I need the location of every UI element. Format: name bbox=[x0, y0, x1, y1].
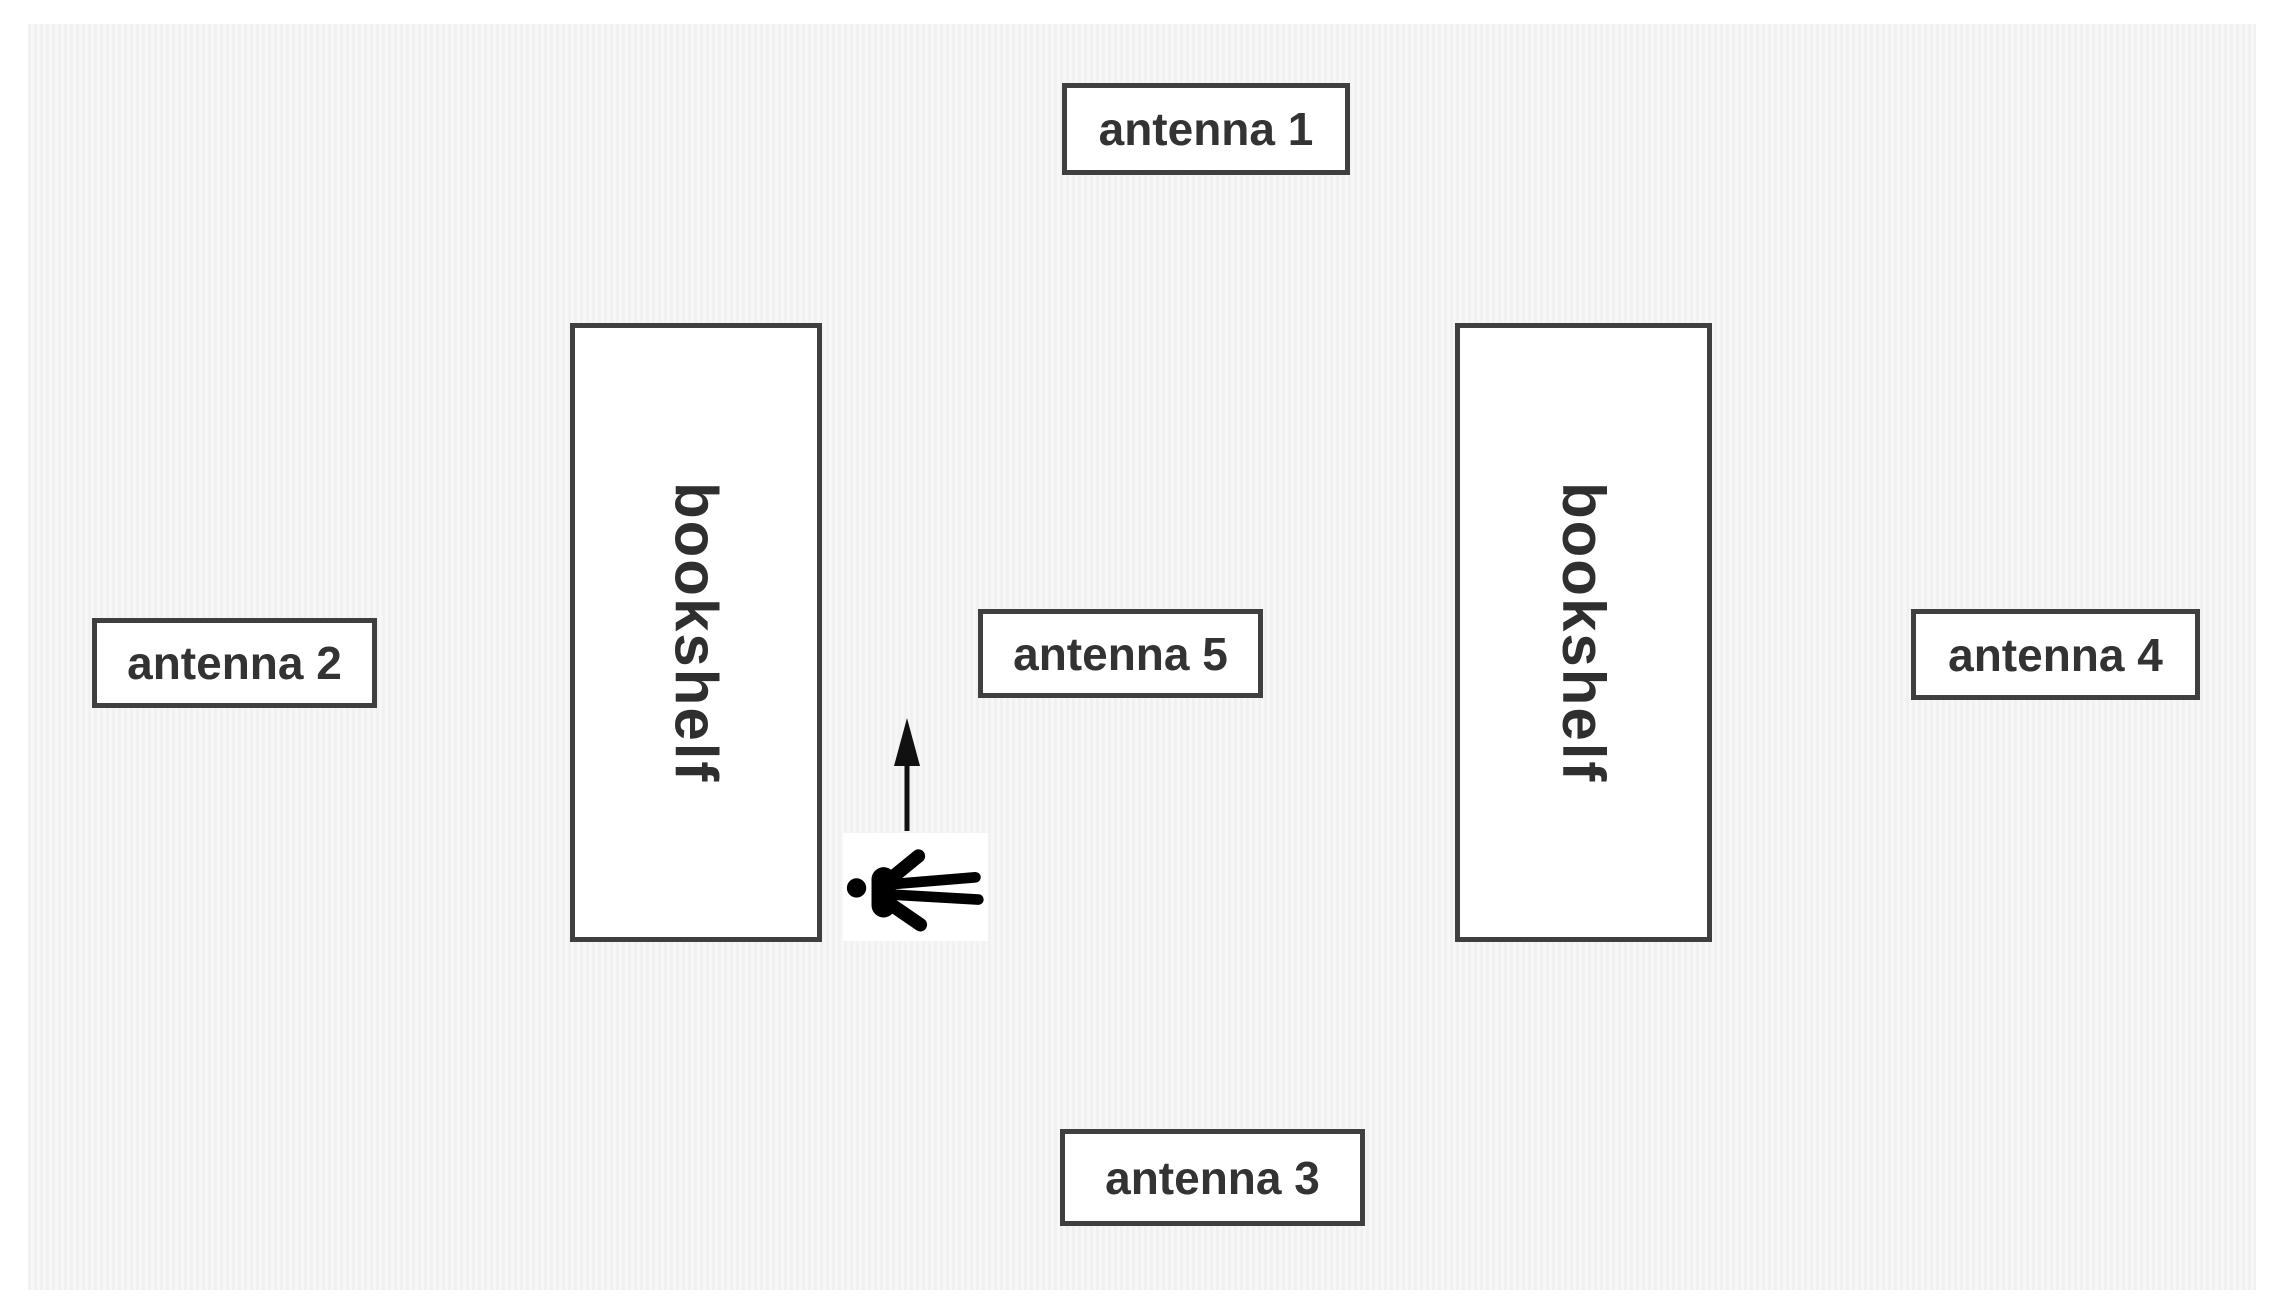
antenna-4-box: antenna 4 bbox=[1911, 609, 2200, 700]
antenna-3-box: antenna 3 bbox=[1060, 1129, 1365, 1226]
antenna-5-box: antenna 5 bbox=[978, 609, 1263, 698]
antenna-1-box: antenna 1 bbox=[1062, 83, 1350, 175]
up-arrow-icon bbox=[887, 718, 927, 834]
antenna-1-label: antenna 1 bbox=[1098, 103, 1314, 155]
bookshelf-left-label: bookshelf bbox=[662, 481, 730, 784]
antenna-2-label: antenna 2 bbox=[127, 637, 342, 689]
bookshelf-right-box: bookshelf bbox=[1455, 323, 1712, 942]
bookshelf-right-label: bookshelf bbox=[1550, 481, 1617, 784]
antenna-3-label: antenna 3 bbox=[1105, 1151, 1320, 1204]
person-patch bbox=[843, 833, 988, 941]
antenna-4-label: antenna 4 bbox=[1948, 628, 2163, 681]
antenna-2-box: antenna 2 bbox=[92, 618, 377, 708]
person-icon bbox=[846, 849, 984, 932]
bookshelf-left-box: bookshelf bbox=[570, 323, 822, 942]
antenna-5-label: antenna 5 bbox=[1013, 627, 1228, 680]
